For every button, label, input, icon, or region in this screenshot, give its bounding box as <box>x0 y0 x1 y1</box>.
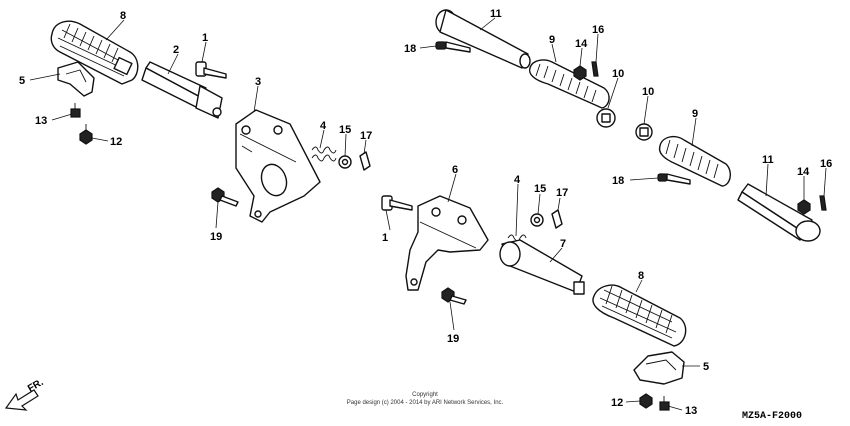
callout-4: 4 <box>320 120 327 132</box>
callout-1: 1 <box>202 32 208 44</box>
washer-15-left[interactable] <box>338 155 352 169</box>
callout-9: 9 <box>692 108 698 120</box>
copyright-line-2: Page design (c) 2004 - 2014 by ARI Netwo… <box>347 400 504 406</box>
leader-lines <box>29 17 827 411</box>
callout-14: 14 <box>575 38 588 50</box>
callout-1: 1 <box>382 232 388 244</box>
callout-3: 3 <box>255 76 261 88</box>
footpeg-shaft-right[interactable] <box>499 239 585 295</box>
bolt-13-right[interactable] <box>659 396 670 411</box>
callout-8: 8 <box>638 270 644 282</box>
callout-19: 19 <box>210 231 222 243</box>
callout-11: 11 <box>490 8 502 20</box>
callout-2: 2 <box>173 44 179 56</box>
bolt-19-left[interactable] <box>211 187 239 207</box>
step-bracket-right[interactable] <box>405 195 489 291</box>
washer-15-right[interactable] <box>530 213 544 227</box>
callout-16: 16 <box>592 24 604 36</box>
callout-10: 10 <box>642 86 654 98</box>
callout-17: 17 <box>360 130 372 142</box>
footpeg-rubber-right-lower[interactable] <box>592 284 687 347</box>
callout-6: 6 <box>452 164 458 176</box>
footpeg-rubber-right-mid[interactable] <box>658 135 732 187</box>
front-label: FR. <box>26 377 46 395</box>
front-direction-indicator: FR. <box>4 377 46 411</box>
callout-7: 7 <box>560 238 566 250</box>
cotter-pin-17-right[interactable] <box>551 209 563 229</box>
washer-plate-10-top[interactable] <box>596 108 616 128</box>
callout-18: 18 <box>404 43 416 55</box>
callout-18: 18 <box>612 175 624 187</box>
callout-15: 15 <box>339 124 351 136</box>
pivot-pin-long-top[interactable] <box>435 9 531 69</box>
callout-10: 10 <box>612 68 624 80</box>
footpeg-rubber-right-top[interactable] <box>528 59 610 109</box>
footpeg-rubber-left[interactable] <box>50 20 139 85</box>
callout-labels: 8 2 1 5 3 13 12 4 15 17 19 11 16 18 9 14… <box>19 8 832 417</box>
cotter-pin-17-left[interactable] <box>359 151 371 171</box>
pivot-pin-left[interactable] <box>195 61 227 79</box>
bolt-19-right[interactable] <box>441 287 467 305</box>
callout-5: 5 <box>703 361 709 373</box>
callout-15: 15 <box>534 183 546 195</box>
nut-14-mid[interactable] <box>797 199 811 215</box>
callout-12: 12 <box>611 397 623 409</box>
cotter-16-top[interactable] <box>591 61 599 77</box>
clevis-pin-mid[interactable] <box>657 173 691 185</box>
bolt-13-left[interactable] <box>70 103 81 118</box>
pivot-pin-long-mid[interactable] <box>737 183 821 242</box>
callout-16: 16 <box>820 158 832 170</box>
callout-17: 17 <box>556 187 568 199</box>
nut-12-left[interactable] <box>79 124 93 145</box>
cotter-16-mid[interactable] <box>819 195 827 211</box>
callout-13: 13 <box>35 115 47 127</box>
callout-19: 19 <box>447 333 459 345</box>
nut-14-top[interactable] <box>573 65 587 81</box>
callout-4: 4 <box>514 174 521 186</box>
footpeg-clip-left[interactable] <box>57 61 95 97</box>
clevis-pin-top[interactable] <box>435 41 471 53</box>
step-bracket-left[interactable] <box>235 109 321 223</box>
spring-left[interactable] <box>311 146 337 162</box>
callout-12: 12 <box>110 136 122 148</box>
diagram-code: MZ5A-F2000 <box>742 411 802 422</box>
callout-5: 5 <box>19 75 25 87</box>
footpeg-clip-right[interactable] <box>633 351 685 385</box>
washer-plate-10-mid[interactable] <box>635 123 653 141</box>
callout-9: 9 <box>549 34 555 46</box>
callout-11: 11 <box>762 154 774 166</box>
callout-14: 14 <box>797 166 810 178</box>
footpeg-shaft-left[interactable] <box>141 61 223 119</box>
front-arrow-icon <box>4 389 39 411</box>
callout-13: 13 <box>685 405 697 417</box>
copyright-line-1: Copyright <box>412 392 438 398</box>
callout-8: 8 <box>120 10 126 22</box>
pivot-pin-right[interactable] <box>381 195 413 211</box>
nut-12-right[interactable] <box>639 393 653 409</box>
